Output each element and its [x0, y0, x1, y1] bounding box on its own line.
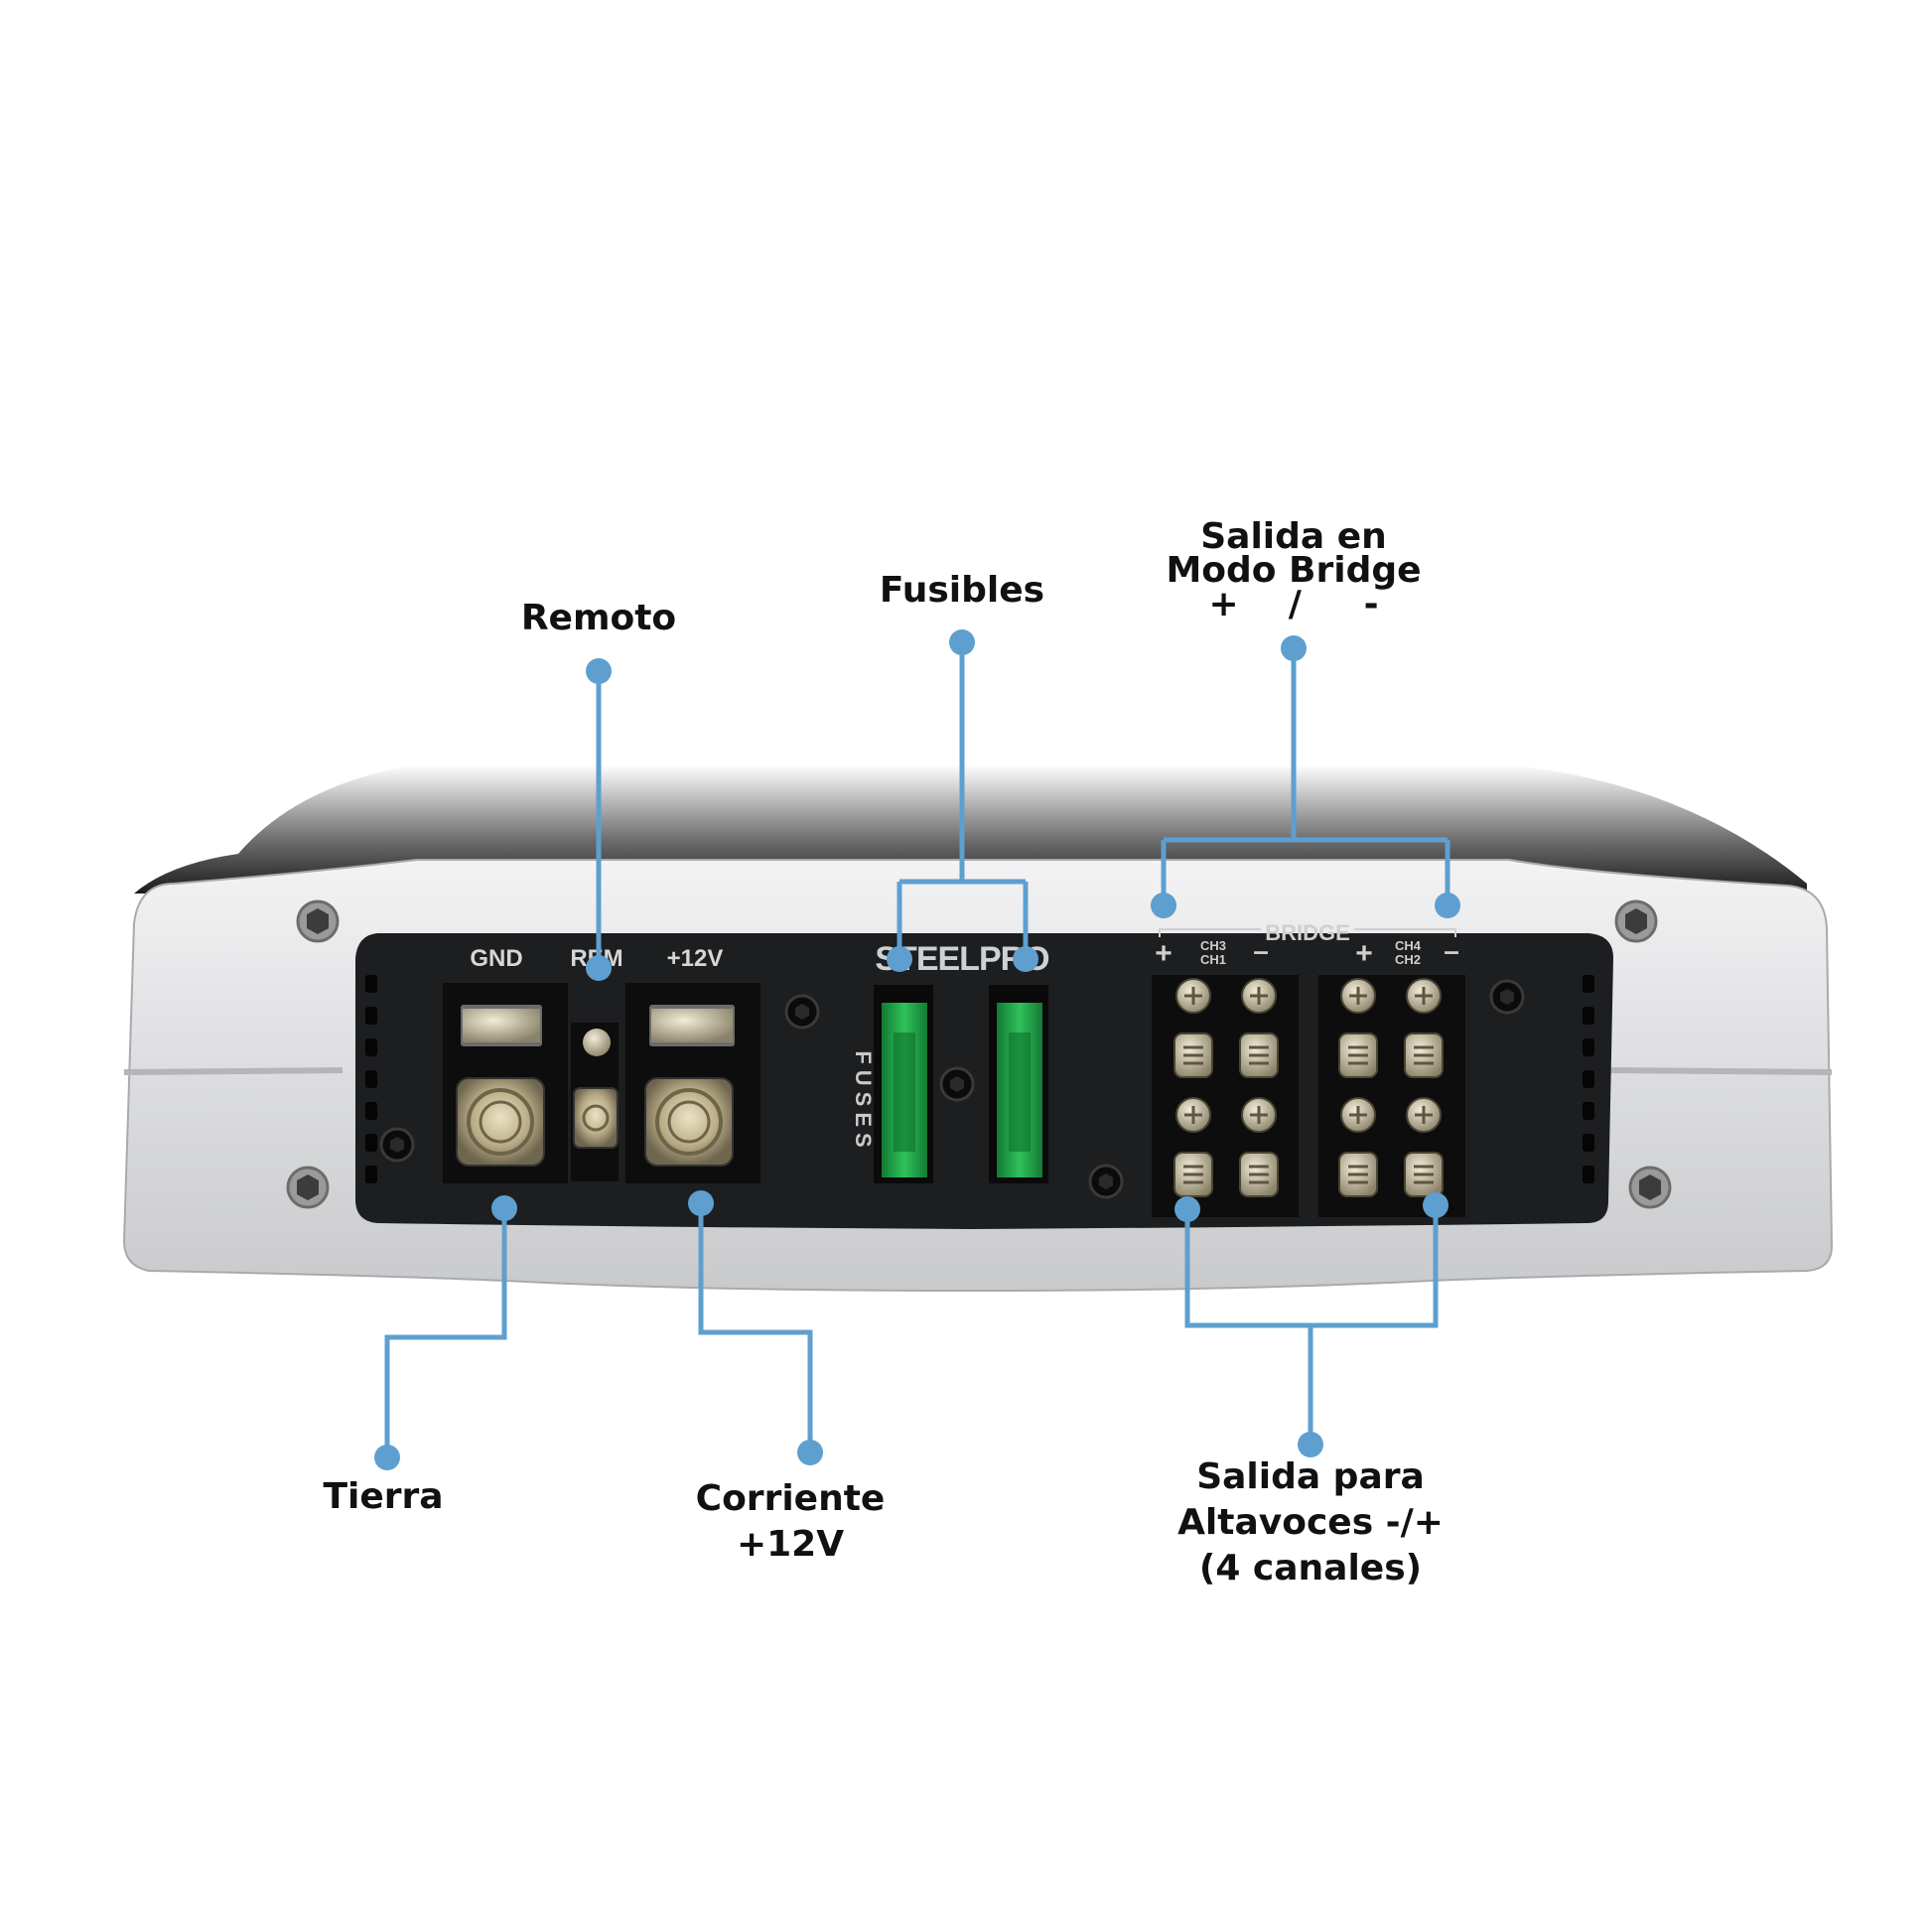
speaker-screw-terminal: [1338, 1033, 1378, 1078]
bridge-label: BRIDGE: [1265, 920, 1350, 945]
altavoces-dot: [1298, 1432, 1323, 1457]
panel-screw-icon: [939, 1066, 975, 1102]
fuse2-target-dot: [1013, 946, 1038, 972]
callout-tierra: Tierra: [323, 1476, 444, 1517]
speaker-screw-terminal: [1175, 978, 1211, 1014]
callout-fusibles: Fusibles: [879, 570, 1045, 611]
corner-bolt-icon: [296, 899, 340, 943]
tierra-dot: [374, 1445, 400, 1470]
ground-terminal: [456, 1077, 545, 1167]
corner-bolt-icon: [286, 1166, 330, 1209]
ch2-plus-sign: +: [1355, 937, 1373, 970]
callout-bridge: Salida en Modo Bridge + / -: [1166, 516, 1422, 624]
plus12v-terminal: [644, 1077, 734, 1167]
speaker-right-target-dot: [1423, 1192, 1449, 1218]
fusibles-leader: [897, 642, 1029, 959]
speaker-screw-terminal: [1338, 1152, 1378, 1197]
fuse-2: [989, 985, 1048, 1183]
corriente-dot: [797, 1440, 823, 1465]
panel-screw-icon: [1088, 1164, 1124, 1199]
gnd-target-dot: [491, 1195, 517, 1221]
remoto-target-dot: [586, 955, 612, 981]
fuses-label: FUSES: [851, 1050, 876, 1153]
bridge-dot: [1281, 635, 1307, 661]
callout-altavoces: Salida para Altavoces -/+ (4 canales): [1177, 1456, 1444, 1588]
plus12v-target-dot: [688, 1190, 714, 1216]
panel-screw-icon: [379, 1127, 415, 1163]
ch2-label: CH2: [1395, 952, 1421, 967]
altavoces-leader: [1184, 1205, 1439, 1445]
bridge-minus-target-dot: [1435, 893, 1460, 918]
speaker-screw-terminal: [1239, 1033, 1279, 1078]
speaker-screw-terminal: [1239, 1152, 1279, 1197]
panel-screw-icon: [1489, 979, 1525, 1015]
vent-slots-left: [365, 975, 377, 1183]
callout-remoto: Remoto: [520, 598, 677, 638]
callout-dots: [374, 629, 1460, 1470]
ch3-label: CH3: [1200, 938, 1226, 953]
fuse1-target-dot: [887, 946, 912, 972]
fusibles-dot: [949, 629, 975, 655]
speaker-left-target-dot: [1174, 1196, 1200, 1222]
tierra-leader: [384, 1208, 507, 1457]
remote-terminal: [573, 1087, 619, 1149]
speaker-screw-terminal: [1406, 1097, 1442, 1133]
panel-screw-icon: [784, 994, 820, 1030]
speaker-screw-terminal: [1404, 1152, 1444, 1197]
bridge-leader: [1161, 648, 1450, 905]
chassis-seam: [123, 1067, 1833, 1075]
speaker-screw-grid: [1173, 978, 1444, 1197]
fuse-1: [874, 985, 933, 1183]
ch1-plus-sign: +: [1155, 937, 1173, 970]
speaker-screw-terminal: [1241, 978, 1277, 1014]
speaker-screw-terminal: [1406, 978, 1442, 1014]
ch4-label: CH4: [1395, 938, 1422, 953]
bridge-marking: [1159, 928, 1456, 937]
ch2-minus-sign: –: [1444, 935, 1459, 966]
callout-lines: [384, 642, 1450, 1457]
speaker-screw-terminal: [1404, 1033, 1444, 1078]
remoto-dot: [586, 658, 612, 684]
speaker-screw-terminal: [1241, 1097, 1277, 1133]
speaker-screw-terminal: [1340, 1097, 1376, 1133]
speaker-screw-terminal: [1340, 978, 1376, 1014]
gnd-label: GND: [470, 945, 522, 972]
speaker-screw-terminal: [1173, 1033, 1213, 1078]
ch1-label: CH1: [1200, 952, 1226, 967]
callout-corriente: Corriente +12V: [695, 1478, 886, 1565]
corner-bolt-icon: [1628, 1166, 1672, 1209]
bridge-plus-target-dot: [1151, 893, 1176, 918]
speaker-screw-terminal: [1175, 1097, 1211, 1133]
corriente-leader: [698, 1203, 813, 1452]
corner-bolt-icon: [1614, 899, 1658, 943]
speaker-screw-terminal: [1173, 1152, 1213, 1197]
vent-slots-right: [1583, 975, 1594, 1183]
ch1-minus-sign: –: [1253, 935, 1269, 966]
plus12v-label: +12V: [667, 945, 724, 972]
